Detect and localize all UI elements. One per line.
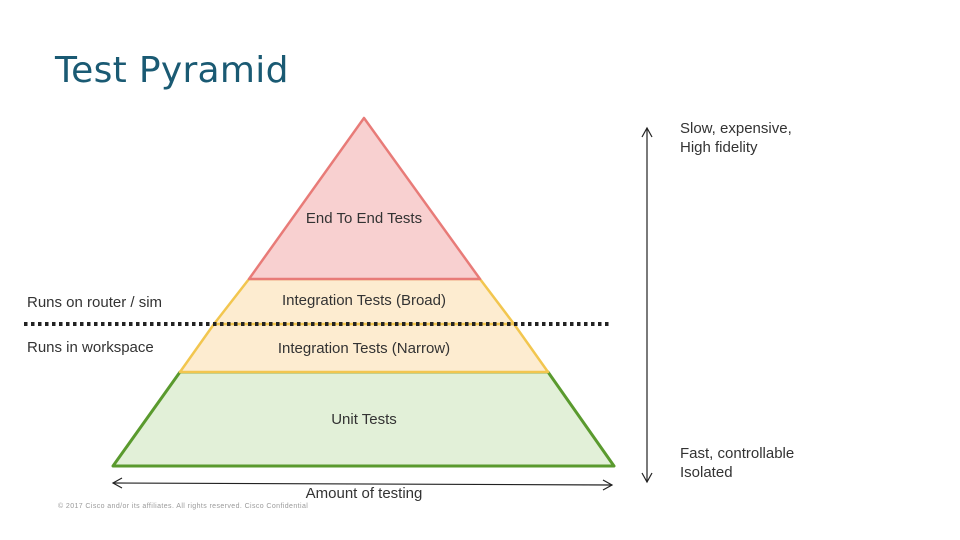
layer-label-unit-tests: Unit Tests bbox=[331, 411, 397, 428]
slide-title: Test Pyramid bbox=[55, 50, 289, 91]
pyramid-layer-end-to-end bbox=[247, 116, 482, 281]
axis-top-line-1: Slow, expensive, bbox=[680, 120, 792, 137]
runs-in-workspace-label: Runs in workspace bbox=[27, 339, 154, 356]
copyright-footer: © 2017 Cisco and/or its affiliates. All … bbox=[58, 503, 309, 510]
horizontal-double-arrow bbox=[111, 477, 614, 491]
layer-label-end-to-end: End To End Tests bbox=[305, 210, 423, 227]
axis-bottom-line-2: Isolated bbox=[680, 464, 733, 481]
axis-top-line-2: High fidelity bbox=[680, 139, 758, 156]
runs-on-router-label: Runs on router / sim bbox=[27, 294, 163, 311]
amount-of-testing-label: Amount of testing bbox=[305, 485, 423, 502]
axis-bottom-label: Fast, controllable Isolated bbox=[680, 444, 794, 482]
layer-label-integration-broad: Integration Tests (Broad) bbox=[282, 292, 446, 309]
layer-label-integration-narrow: Integration Tests (Narrow) bbox=[277, 340, 451, 357]
vertical-double-arrow bbox=[641, 126, 653, 484]
axis-top-label: Slow, expensive, High fidelity bbox=[680, 119, 792, 157]
axis-bottom-line-1: Fast, controllable bbox=[680, 445, 795, 462]
